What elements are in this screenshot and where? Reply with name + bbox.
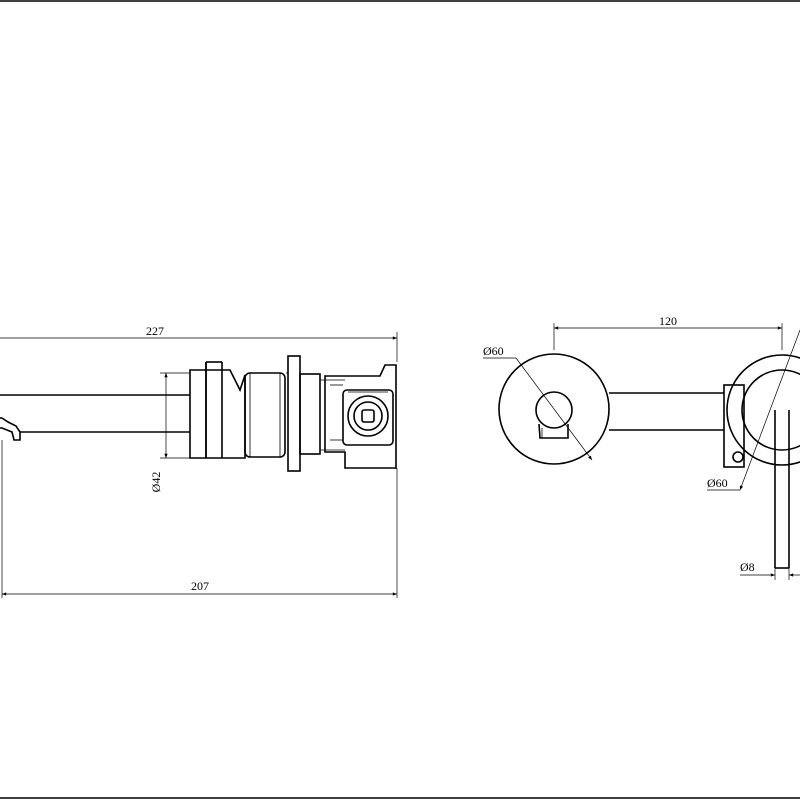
side-view: 227 207 Ø42	[0, 324, 398, 598]
connecting-pipe	[609, 384, 745, 468]
dimension-label-diameter-8: Ø8	[740, 560, 755, 574]
dimension-label-diameter-60-spout: Ø60	[483, 344, 504, 358]
dimension-label-diameter-42: Ø42	[149, 472, 163, 493]
spout	[0, 394, 190, 441]
dimension-lever-diameter: Ø8	[740, 560, 800, 580]
dimension-overall-length: 227	[0, 324, 398, 362]
mixer-cover-plate	[726, 354, 800, 569]
lever-handle	[205, 361, 223, 458]
spout-cover-plate	[498, 353, 610, 465]
concealed-valve-body	[324, 364, 397, 469]
dimension-body-diameter: Ø42	[149, 372, 190, 493]
mixer-body	[189, 369, 286, 459]
dimension-spout-plate-diameter: Ø60	[483, 344, 593, 461]
dimension-label-120: 120	[659, 314, 677, 328]
dimension-label-227: 227	[146, 324, 164, 338]
dimension-spout-length: 207	[1, 440, 398, 598]
dimension-mixer-plate-diameter: Ø60	[707, 329, 800, 491]
dimension-centre-distance: 120	[553, 314, 783, 350]
dimension-label-diameter-60-mixer: Ø60	[707, 476, 728, 490]
dimension-label-207: 207	[191, 579, 209, 593]
wall-flange	[286, 355, 345, 472]
front-view: 120 Ø60 Ø60 Ø8	[483, 314, 800, 580]
